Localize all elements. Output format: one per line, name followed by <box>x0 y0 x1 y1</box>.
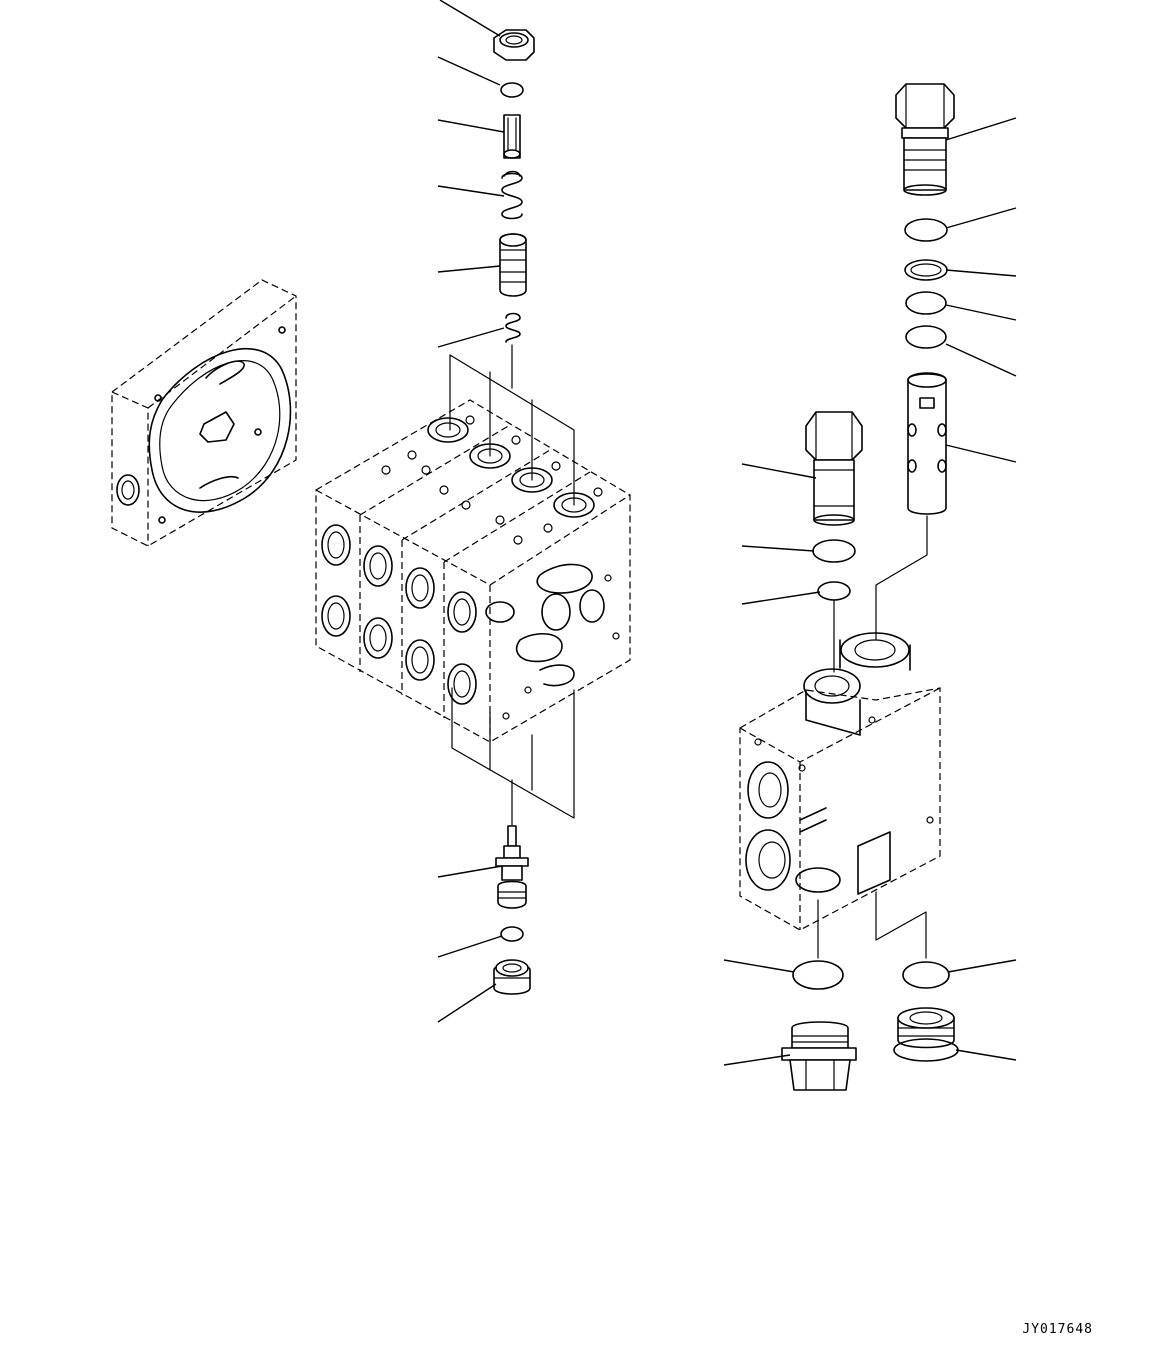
poppet <box>499 233 527 297</box>
spool-end <box>495 825 529 909</box>
plug-bottom <box>493 959 531 995</box>
o-ring-bottom <box>500 926 524 942</box>
plug-flange <box>893 1007 959 1062</box>
leader-lines <box>437 0 1017 1066</box>
assembly-lines-right <box>817 515 928 959</box>
plug-hex <box>781 1021 857 1091</box>
o-ring-right-5 <box>817 581 851 601</box>
sleeve <box>907 372 947 515</box>
valve-body-section <box>739 632 941 931</box>
o-ring-top <box>500 82 524 98</box>
check-valve-plug <box>805 411 863 526</box>
assembly-lines-bottom <box>451 687 575 826</box>
end-plate <box>111 279 297 547</box>
relief-valve <box>895 83 955 196</box>
spring-upper <box>501 170 523 220</box>
backup-ring <box>904 259 948 281</box>
pin <box>503 114 521 159</box>
drawing-id-label: JY017648 <box>1022 1322 1093 1337</box>
spring-lower <box>505 312 521 343</box>
plug-top <box>493 29 535 61</box>
o-ring-right-1 <box>904 218 948 242</box>
o-ring-right-3 <box>905 325 947 349</box>
valve-section-block <box>315 399 631 743</box>
o-ring-right-2 <box>905 291 947 315</box>
o-ring-bottom-left <box>792 960 844 990</box>
o-ring-right-4 <box>812 539 856 563</box>
assembly-lines-top <box>449 344 575 506</box>
o-ring-bottom-right <box>902 961 950 989</box>
